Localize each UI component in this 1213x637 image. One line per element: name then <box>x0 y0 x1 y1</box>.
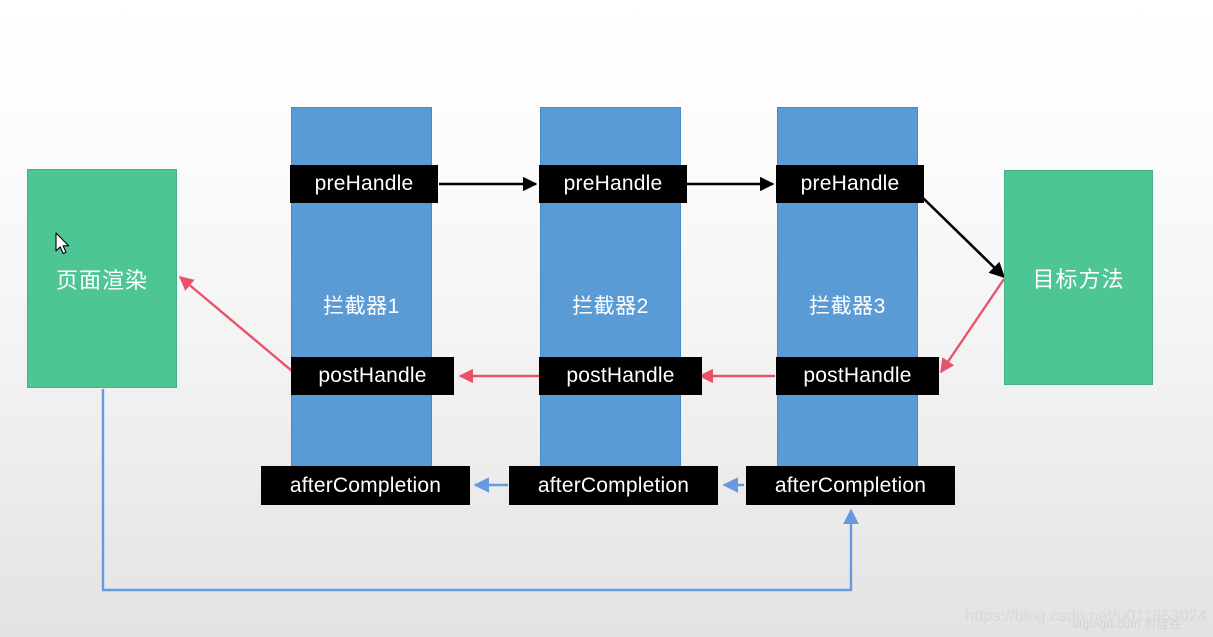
arrow-posthandle1-to-page-render <box>178 276 293 372</box>
prehandle-bar-3[interactable]: preHandle <box>776 165 924 203</box>
target-method-box[interactable]: 目标方法 <box>1004 170 1153 385</box>
interceptor-1-label: 拦截器1 <box>323 295 400 318</box>
target-method-label: 目标方法 <box>1032 266 1125 292</box>
mouse-pointer-icon <box>55 232 70 255</box>
prehandle-bar-2[interactable]: preHandle <box>539 165 687 203</box>
posthandle-bar-3[interactable]: postHandle <box>776 357 939 395</box>
arrow-prehandle3-to-target-method <box>922 197 1006 279</box>
prehandle-bar-1[interactable]: preHandle <box>290 165 438 203</box>
aftercompletion-bar-1[interactable]: afterCompletion <box>261 466 470 505</box>
watermark-atguigu: atguigu.com 尚硅谷 <box>1072 617 1182 631</box>
aftercompletion-bar-2[interactable]: afterCompletion <box>509 466 718 505</box>
aftercompletion-bar-3[interactable]: afterCompletion <box>746 466 955 505</box>
page-render-label: 页面渲染 <box>55 267 148 293</box>
page-render-box[interactable]: 页面渲染 <box>27 169 177 388</box>
posthandle-bar-1[interactable]: postHandle <box>291 357 454 395</box>
arrow-target-method-to-posthandle3 <box>940 278 1005 374</box>
interceptor-3-label: 拦截器3 <box>809 295 886 318</box>
interceptor-2-label: 拦截器2 <box>572 295 649 318</box>
watermark-csdn: https://blog.csdn.net/u011863024 <box>965 608 1207 625</box>
posthandle-bar-2[interactable]: postHandle <box>539 357 702 395</box>
arrow-page-render-to-aftercompletion3 <box>101 389 859 592</box>
